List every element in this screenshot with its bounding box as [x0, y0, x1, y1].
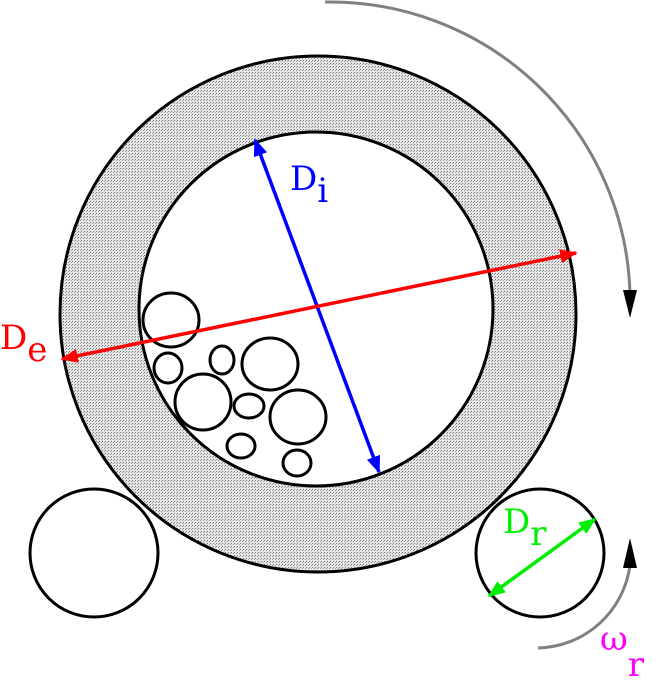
- drum-rotation-arc: [324, 0, 632, 296]
- outer-diameter-label: De: [0, 318, 47, 370]
- roller-diameter-arrow: [487, 517, 597, 598]
- ball: [173, 372, 233, 432]
- outer-diameter-arrow: [60, 249, 578, 363]
- roller-diameter-label: Dr: [503, 502, 547, 554]
- roller-rotation-arrowhead-icon: [623, 538, 637, 568]
- inner-diameter-label: Di: [290, 159, 328, 211]
- drum-rotation-arrowhead-icon: [623, 290, 637, 318]
- left-roller: [28, 487, 160, 619]
- roller-speed-label: ωr: [600, 619, 645, 680]
- roller-rotation-arc: [537, 564, 632, 650]
